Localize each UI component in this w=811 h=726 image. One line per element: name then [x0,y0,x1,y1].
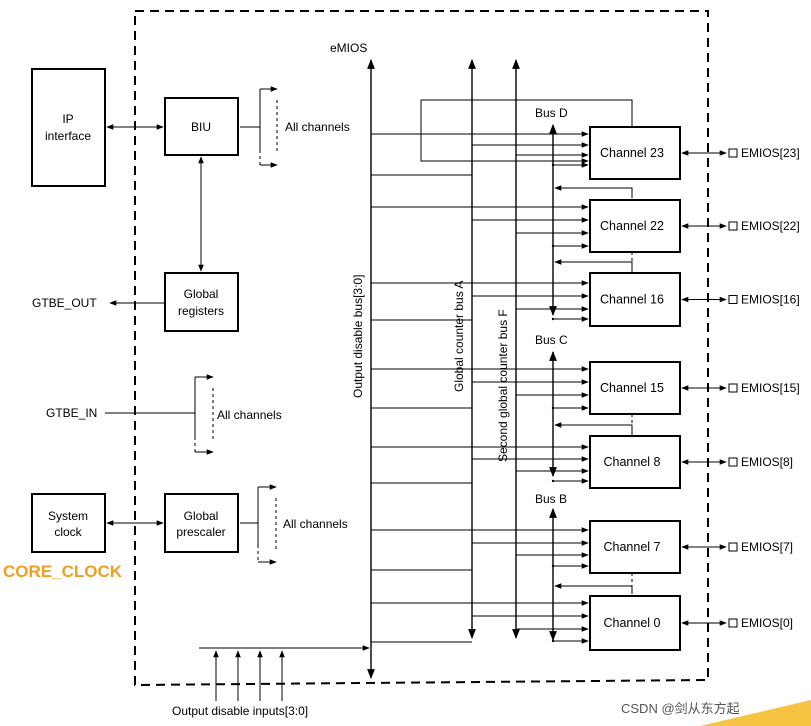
channel-bus-feedback [554,583,633,594]
channel-label: Channel 7 [604,540,661,554]
channel-box [589,520,681,574]
gtbe-out-label: GTBE_OUT [32,296,97,310]
pin-label: EMIOS[16] [741,293,800,307]
biu-all-channels-fanout: All channels [240,86,350,168]
channel-label: Channel 16 [600,293,664,307]
pin-label: EMIOS[23] [741,146,800,160]
pin-pad [728,542,738,552]
global-prescaler-block: Global prescaler [164,493,239,553]
biu-all-channels-label: All channels [285,120,350,134]
channel-box [589,272,681,327]
pin-pad [728,221,738,231]
prescaler-all-channels-label: All channels [283,517,348,531]
second-counter-bus-f-label: Second global counter bus F [496,309,510,462]
channel-layer: Channel 23 EMIOS[23] Channel 22 EMIOS[22] Ch… [371,124,800,651]
channel23-feedback-loop [420,99,633,164]
pin-pad [728,618,738,628]
system-clock-label-1: System [48,509,88,523]
channel-box [589,126,681,180]
global-prescaler-label-2: prescaler [176,525,225,539]
bus-d-label: Bus D [535,106,568,120]
watermark: CSDN @剑从东方起 [621,701,740,716]
emios-boundary [134,10,709,687]
pin-pad [728,383,738,393]
channel-label: Channel 15 [600,381,664,395]
global-counter-bus-a-label: Global counter bus A [452,281,466,392]
output-disable-bus-label: Output disable bus[3:0] [351,275,365,398]
channel-label: Channel 23 [600,146,664,160]
global-registers-label-2: registers [178,304,224,318]
gtbe-in-all-channels-fanout: All channels [105,374,282,455]
ip-interface-label-2: interface [45,129,91,143]
pin-label: EMIOS[7] [741,540,793,554]
pin-pad [728,148,738,158]
pin-label: EMIOS[8] [741,455,793,469]
watermark-decoration [700,700,811,726]
system-clock-label-2: clock [54,525,82,539]
channel-box [589,435,681,489]
biu-block: BIU [164,97,239,156]
channel-box [589,361,681,415]
channel-bus-feedback [554,422,633,434]
channel-label: Channel 8 [604,455,661,469]
pin-label: EMIOS[22] [741,219,800,233]
channel-bus-feedback [554,259,633,271]
channel-box [589,595,681,651]
channel-bus-feedback [554,185,633,198]
core-clock-label: CORE_CLOCK [3,562,123,581]
channel-box [589,199,681,253]
channel-label: Channel 22 [600,219,664,233]
bus-c-label: Bus C [535,333,568,347]
gtbe-in-label: GTBE_IN [46,406,97,420]
ip-interface-block: IP interface [31,68,106,187]
pin-label: EMIOS[15] [741,381,800,395]
pin-pad [728,295,738,304]
prescaler-all-channels-fanout: All channels [240,484,348,565]
pin-pad [728,457,738,467]
emios-label: eMIOS [330,41,367,55]
system-clock-block: System clock [31,493,106,553]
pin-label: EMIOS[0] [741,616,793,630]
global-prescaler-label-1: Global [184,509,219,523]
output-disable-inputs: Output disable inputs[3:0] [172,645,370,718]
global-registers-label-1: Global [184,287,219,301]
output-disable-inputs-label: Output disable inputs[3:0] [172,704,308,718]
ip-interface-label-1: IP [62,112,73,126]
channel-label: Channel 0 [604,616,661,630]
biu-label: BIU [191,120,211,134]
gtbe-in-all-channels-label: All channels [217,408,282,422]
bus-b-label: Bus B [535,492,567,506]
global-registers-block: Global registers [164,272,239,332]
